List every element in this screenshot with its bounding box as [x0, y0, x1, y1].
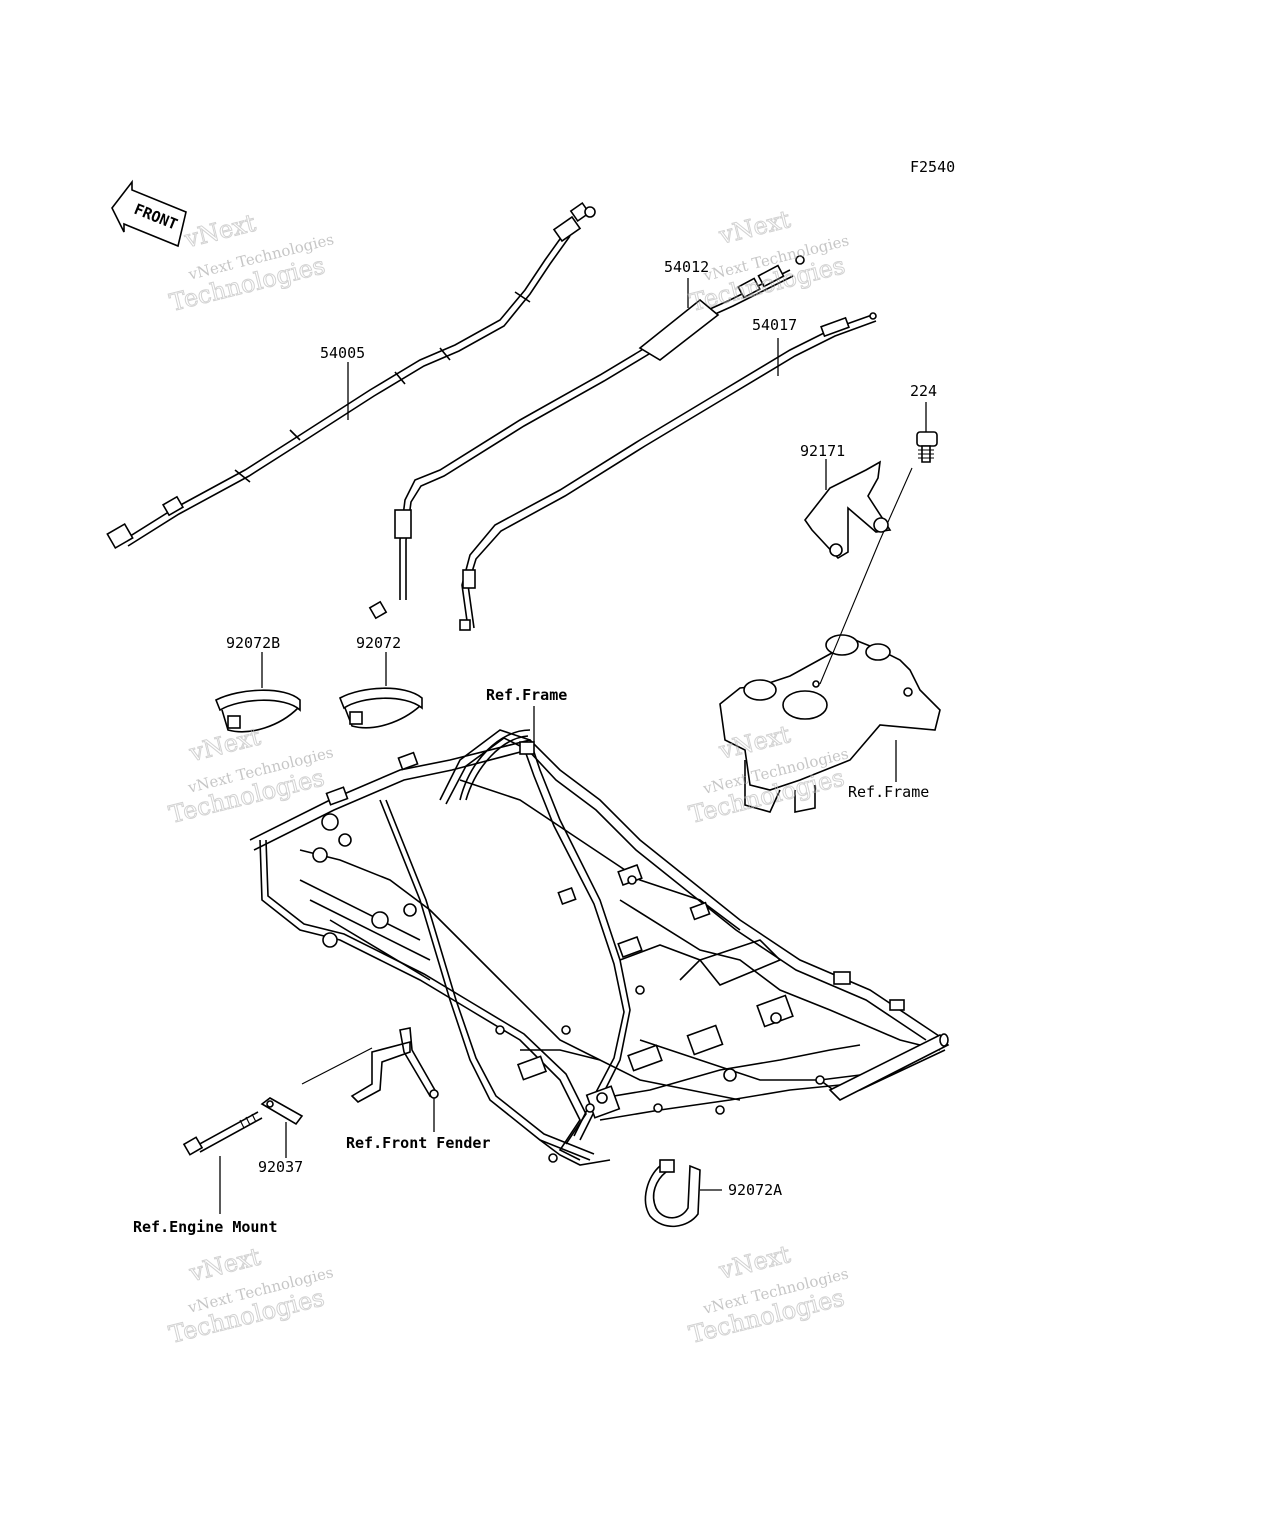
label-ref-front-fender: Ref.Front Fender	[346, 1134, 491, 1152]
bolt-engine-mount	[182, 1111, 263, 1156]
front-arrow-icon: FRONT	[111, 179, 187, 248]
atv-frame	[249, 729, 950, 1166]
plate-92037[interactable]	[260, 1097, 304, 1126]
label-224: 224	[910, 382, 937, 400]
svg-text:vNext: vNext	[716, 205, 794, 250]
clamp-band-92072B[interactable]	[214, 689, 301, 733]
bolt-224[interactable]	[916, 431, 938, 463]
label-ref-engine-mount: Ref.Engine Mount	[133, 1218, 278, 1236]
svg-text:vNext: vNext	[186, 1242, 264, 1287]
label-92037: 92037	[258, 1158, 303, 1176]
label-92072A: 92072A	[728, 1181, 782, 1199]
label-54005: 54005	[320, 344, 365, 362]
cable-54017[interactable]	[459, 312, 877, 631]
label-ref-frame-right: Ref.Frame	[848, 783, 929, 801]
label-92072B: 92072B	[226, 634, 280, 652]
label-54017: 54017	[752, 316, 797, 334]
handlebar-mount	[719, 634, 941, 813]
label-54012: 54012	[664, 258, 709, 276]
clamp-band-92072A[interactable]	[644, 1159, 701, 1228]
svg-text:vNext: vNext	[716, 1240, 794, 1285]
svg-text:vNext: vNext	[181, 209, 259, 254]
cable-54012[interactable]	[368, 255, 805, 620]
watermark-3: vNext vNext Technologies Technologies	[166, 722, 336, 829]
bracket-92171[interactable]	[804, 460, 892, 560]
figure-code: F2540	[910, 158, 955, 176]
front-fender-bracket	[350, 1027, 439, 1103]
watermark-5: vNext vNext Technologies Technologies	[166, 1242, 336, 1349]
label-ref-frame-top: Ref.Frame	[486, 686, 567, 704]
watermark-2: vNext vNext Technologies Technologies	[686, 205, 850, 318]
svg-text:vNext: vNext	[186, 722, 264, 767]
cable-54005[interactable]	[106, 201, 596, 550]
label-92072: 92072	[356, 634, 401, 652]
label-92171: 92171	[800, 442, 845, 460]
watermark-6: vNext vNext Technologies Technologies	[686, 1240, 851, 1350]
clamp-band-92072[interactable]	[338, 687, 423, 729]
